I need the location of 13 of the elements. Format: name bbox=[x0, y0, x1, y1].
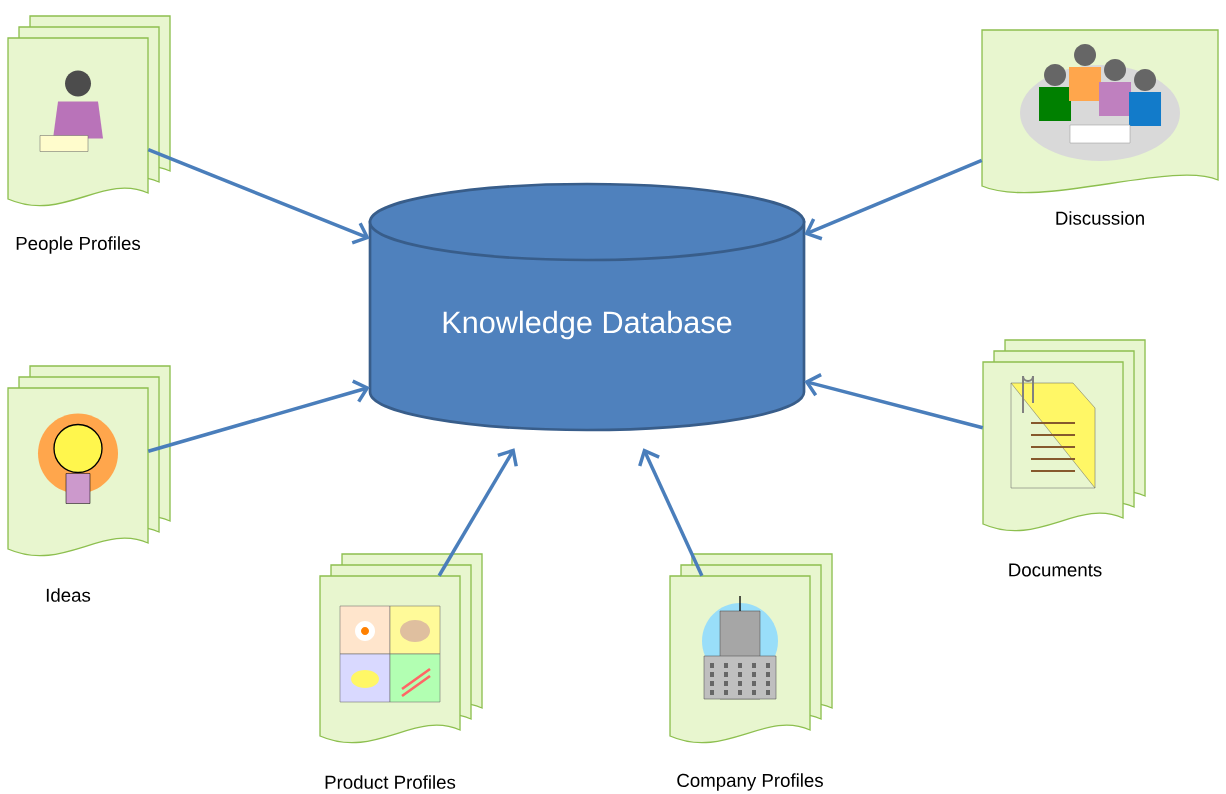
arrow bbox=[804, 158, 983, 241]
arrow bbox=[638, 448, 704, 577]
node-label: Discussion bbox=[1056, 211, 1144, 225]
arrow bbox=[437, 448, 518, 577]
database-cylinder: Knowledge Database bbox=[368, 182, 806, 432]
arrow bbox=[804, 373, 984, 430]
node-label: Ideas bbox=[46, 588, 91, 602]
node-label: Documents bbox=[1009, 563, 1102, 577]
node-label: People Profiles bbox=[16, 236, 141, 254]
node-label: Company Profiles bbox=[677, 773, 823, 791]
arrow bbox=[147, 379, 370, 453]
arrow bbox=[147, 148, 370, 245]
node-label: Product Profiles bbox=[325, 775, 456, 789]
